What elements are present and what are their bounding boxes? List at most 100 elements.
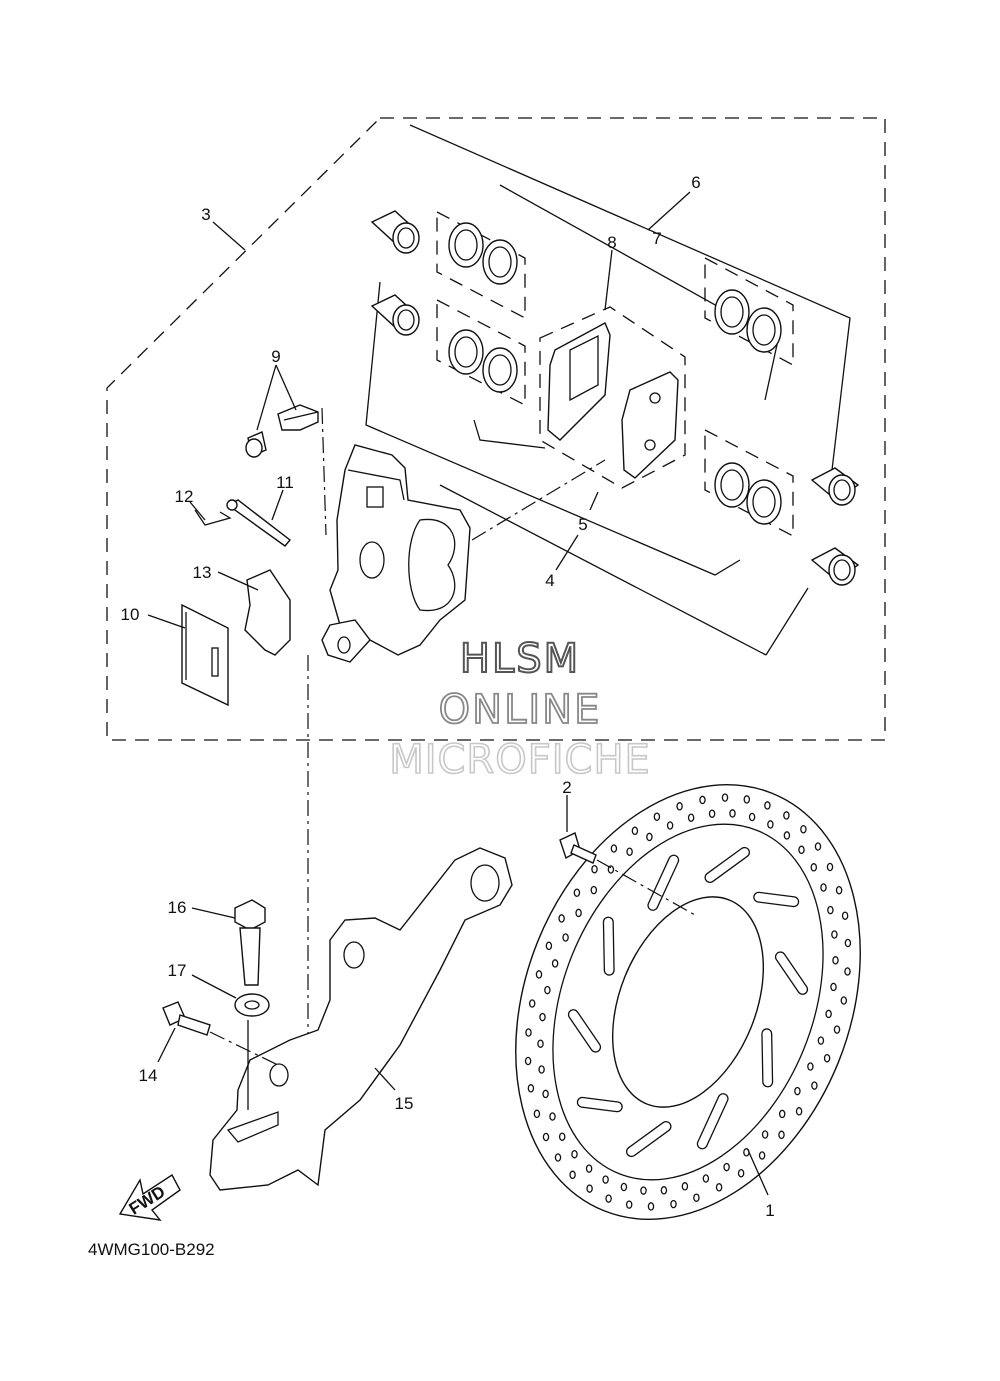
disc-hole — [764, 801, 771, 810]
piston-seals-lower-left — [436, 298, 526, 407]
disc-hole — [653, 812, 661, 821]
washer — [234, 993, 270, 1017]
disc-slot — [604, 917, 614, 975]
callout-9: 9 — [271, 347, 280, 366]
disc-hole — [810, 863, 818, 872]
disc-slot — [762, 1029, 772, 1087]
diagram-code: 4WMG100-B292 — [88, 1240, 215, 1259]
disc-slot — [776, 952, 807, 994]
watermark-line3: MICROFICHE — [389, 737, 651, 783]
piston-lower-right — [810, 547, 860, 586]
piston-seals-lower-right — [704, 428, 794, 538]
disc-hole — [545, 941, 553, 951]
disc-slot — [648, 855, 678, 910]
disc-hole — [693, 1193, 700, 1202]
disc-hole — [620, 1182, 628, 1192]
disc-hole — [721, 793, 729, 802]
disc-hole — [539, 1012, 546, 1022]
disc-hole — [798, 845, 805, 855]
disc-hole — [783, 831, 791, 840]
disc-hole — [817, 1036, 825, 1045]
callout-2: 2 — [562, 778, 571, 797]
disc-hole — [646, 832, 653, 842]
disc-hole — [551, 959, 559, 968]
disc-hole — [670, 1199, 677, 1209]
disc-hole — [794, 1086, 801, 1096]
disc-hole — [571, 1149, 578, 1159]
disc-hole — [537, 1039, 544, 1048]
disc-hole — [748, 812, 756, 822]
disc-hole — [807, 1062, 814, 1071]
bleed-screw-set — [245, 404, 319, 458]
callout-6: 6 — [691, 173, 700, 192]
brake-pad-kit — [539, 306, 686, 489]
disc-hole — [602, 1175, 609, 1184]
disc-hole — [708, 809, 716, 818]
pin-clip — [194, 509, 232, 526]
disc-hole — [610, 844, 618, 853]
forward-arrow-icon: FWD — [118, 1173, 181, 1221]
disc-slot — [754, 893, 798, 906]
disc-hole — [542, 1089, 549, 1099]
disc-slot — [578, 1098, 622, 1112]
disc-hole — [702, 1174, 710, 1183]
watermark-line2: ONLINE — [439, 687, 602, 733]
disc-hole — [647, 1202, 655, 1211]
disc-hole — [800, 824, 807, 834]
piston-upper-right — [810, 467, 860, 506]
brake-disc — [515, 784, 861, 1220]
disc-hole — [607, 865, 615, 874]
pad-shim — [181, 603, 229, 707]
disc-hole — [823, 1053, 831, 1063]
disc-hole — [767, 820, 774, 829]
disc-hole — [666, 821, 674, 830]
disc-hole — [575, 908, 582, 918]
callout-17: 17 — [168, 961, 187, 980]
disc-hole — [625, 1200, 633, 1209]
disc-hole — [737, 1168, 745, 1178]
disc-hole — [554, 1153, 562, 1162]
disc-hole — [758, 1151, 766, 1160]
disc-hole — [820, 883, 827, 892]
disc-slot — [569, 1010, 600, 1052]
piston-upper-left — [370, 210, 420, 254]
disc-hole — [544, 985, 551, 995]
disc-hole — [586, 1184, 593, 1193]
disc-hole — [832, 956, 839, 965]
disc-hole — [585, 1164, 593, 1173]
disc-hole — [814, 842, 822, 851]
callout-11: 11 — [276, 473, 294, 492]
disc-hole — [844, 938, 852, 948]
disc-hole — [778, 1109, 786, 1119]
disc-hole — [660, 1186, 668, 1195]
caliper-bracket — [209, 847, 513, 1191]
disc-bolt — [559, 832, 597, 864]
disc-hole — [811, 1081, 818, 1090]
disc-hole — [831, 930, 838, 939]
callout-13: 13 — [193, 563, 212, 582]
bracket-bolt — [234, 899, 266, 986]
disc-hole — [743, 795, 751, 804]
disc-hole — [699, 795, 706, 805]
disc-hole — [825, 1009, 832, 1019]
disc-hole — [681, 1182, 689, 1191]
disc-hole — [533, 1109, 541, 1119]
disc-hole — [729, 809, 736, 818]
disc-hole — [558, 914, 565, 923]
disc-hole — [528, 999, 536, 1008]
disc-ventilation-holes — [524, 793, 852, 1211]
callout-5: 5 — [578, 515, 587, 534]
callout-15: 15 — [395, 1094, 414, 1113]
pad-pin — [226, 499, 292, 547]
caliper-assembly-boundary — [106, 117, 886, 741]
disc-hole — [826, 862, 834, 872]
callout-16: 16 — [168, 898, 187, 917]
piston-lower-left — [370, 294, 420, 336]
disc-hole — [549, 1112, 556, 1121]
disc-hole — [840, 996, 848, 1005]
callout-8: 8 — [607, 233, 616, 252]
disc-slot — [627, 1122, 671, 1156]
disc-hole — [835, 885, 843, 895]
disc-hole — [723, 1162, 730, 1172]
disc-hole — [524, 1056, 532, 1066]
